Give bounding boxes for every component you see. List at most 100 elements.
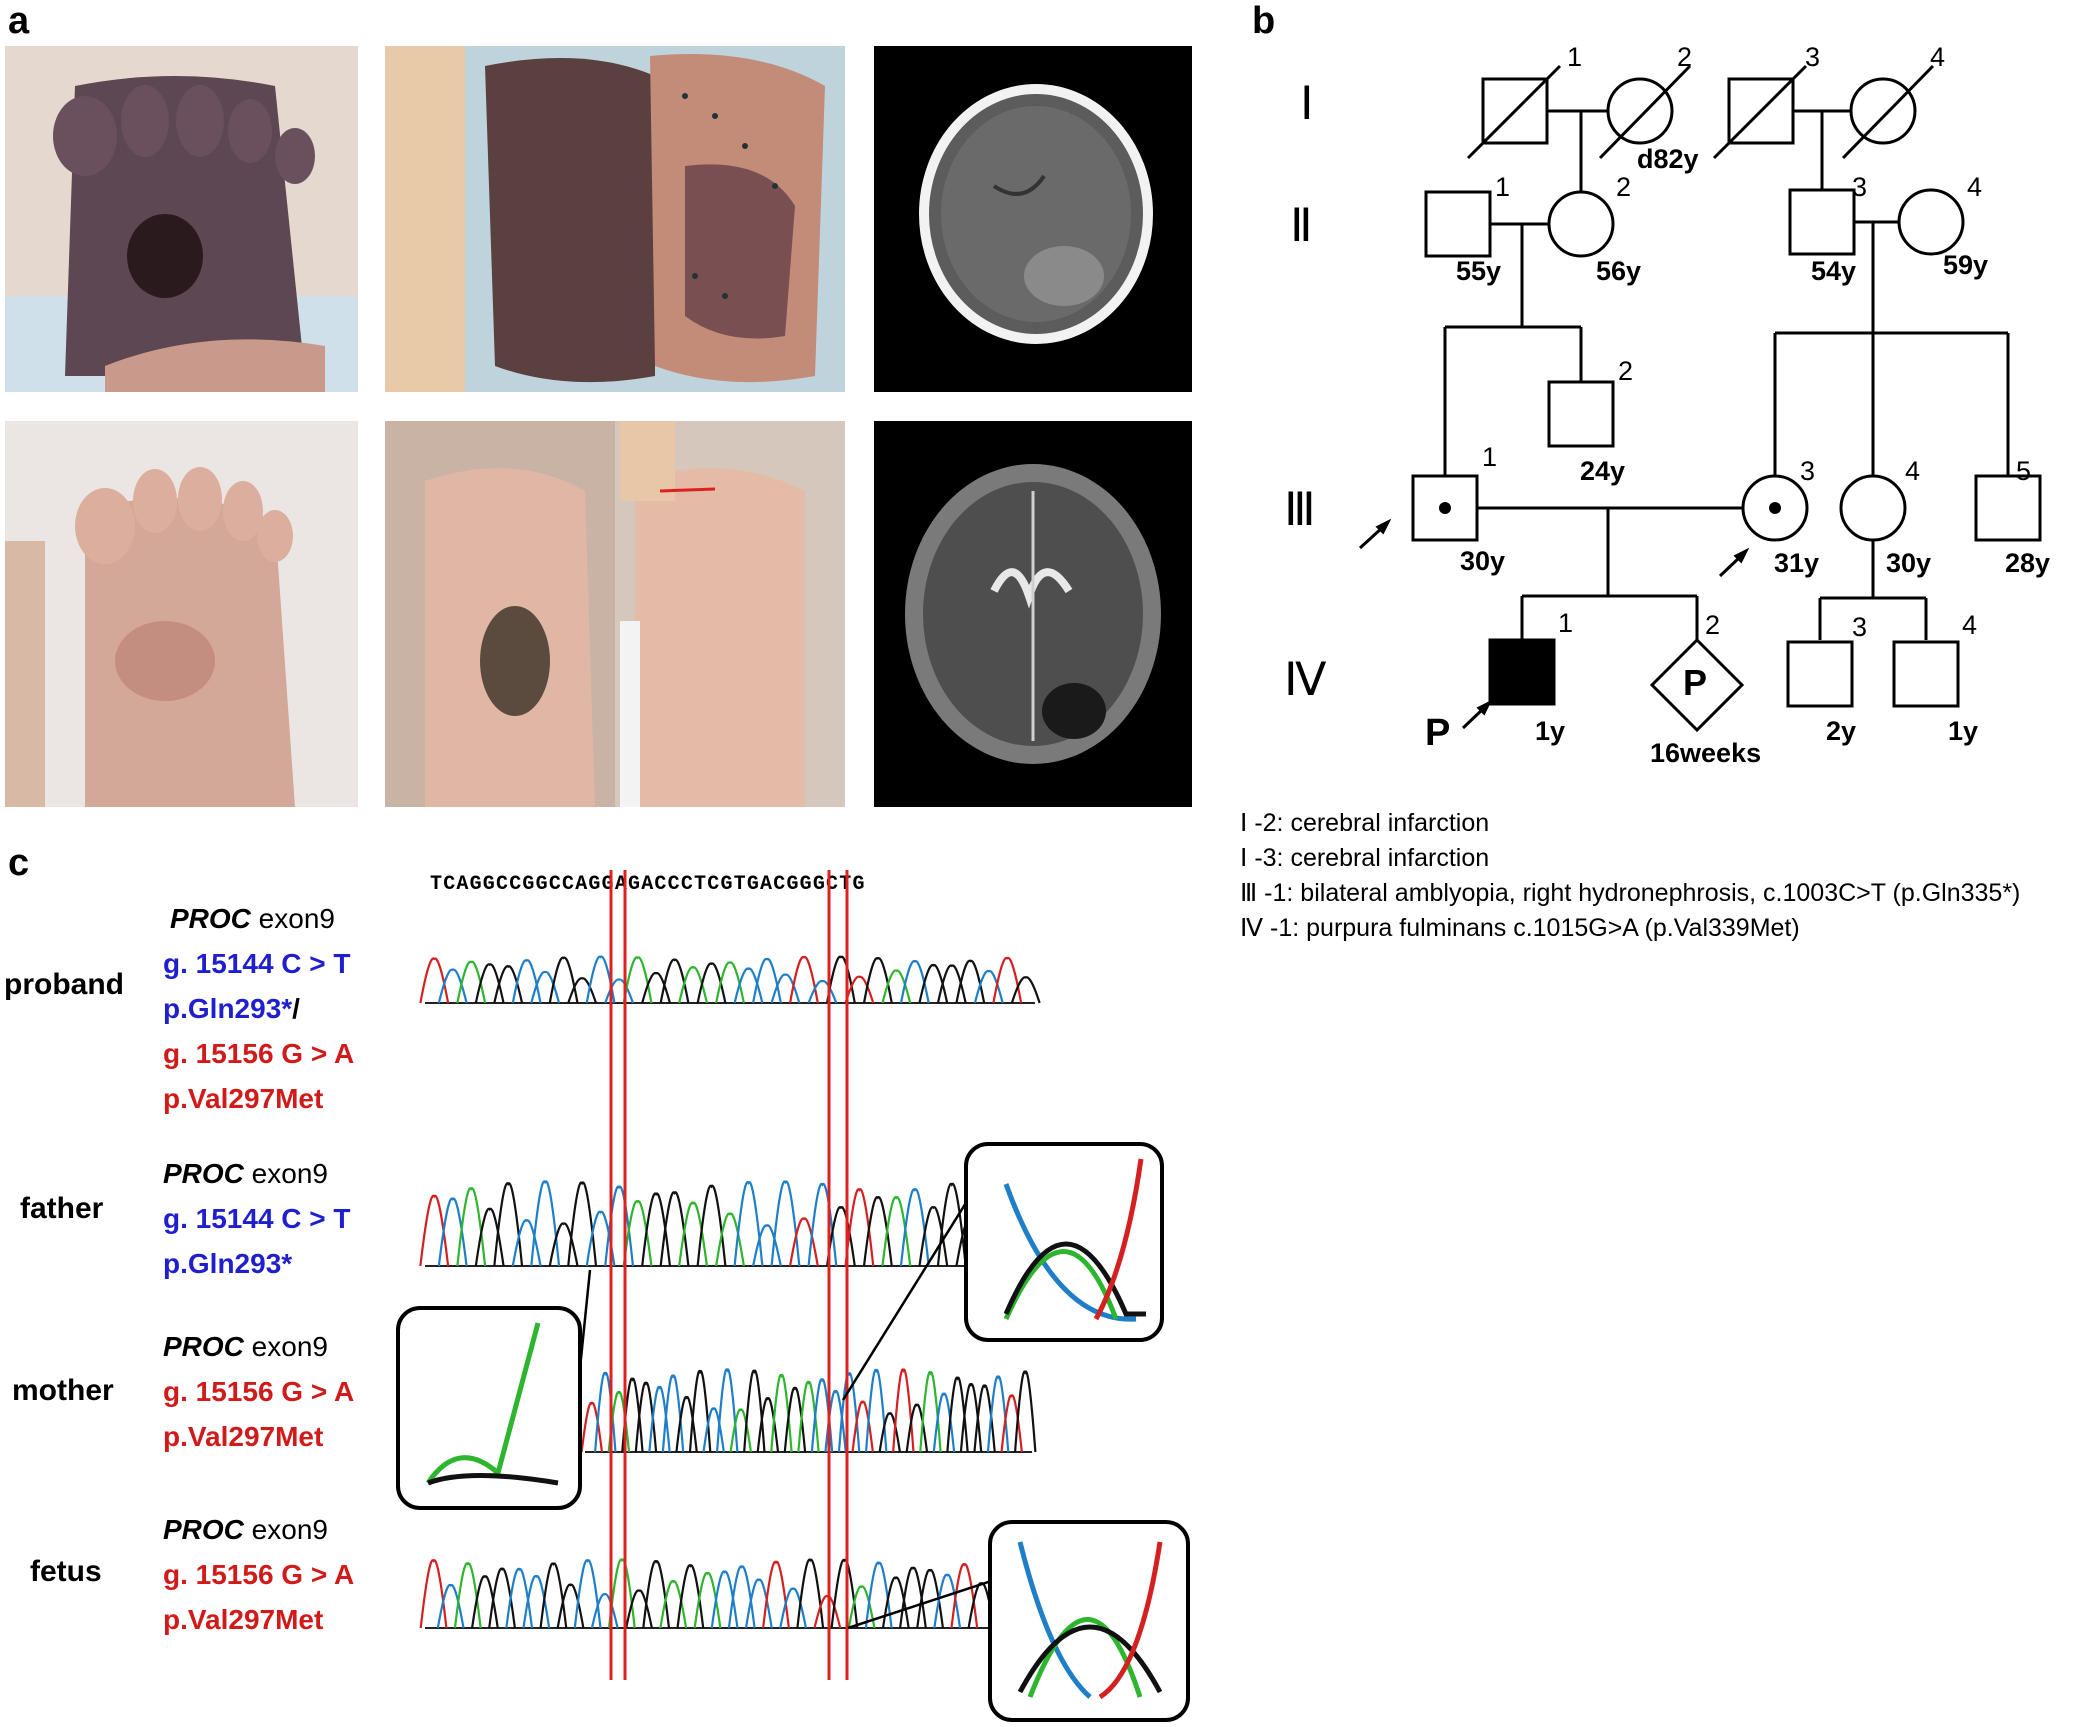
feet-soles-healed-photo xyxy=(385,421,845,807)
age-III4: 30y xyxy=(1886,548,1932,578)
fetus-peak xyxy=(950,1563,979,1629)
variant-separator: / xyxy=(292,993,300,1024)
fetus-peak xyxy=(453,1562,482,1629)
age-IV3: 2y xyxy=(1826,716,1857,746)
proband-peak xyxy=(807,979,838,1004)
pedigree-III5 xyxy=(1974,474,2042,542)
father-peak xyxy=(659,1191,690,1267)
age-III3: 31y xyxy=(1774,548,1820,578)
father-peak xyxy=(770,1180,801,1267)
fetus-peak xyxy=(590,1593,619,1629)
proband-variant-1: g. 15144 C > T xyxy=(163,948,351,979)
age-III1: 30y xyxy=(1460,546,1506,576)
num-II3: 3 xyxy=(1852,172,1868,202)
proband-protein-1-row: p.Gln293*/ xyxy=(163,987,300,1030)
num-I4: 4 xyxy=(1930,42,1946,72)
fetus-peak xyxy=(625,1589,653,1629)
gene-name: PROC xyxy=(163,1331,244,1362)
proband-peak xyxy=(604,978,634,1004)
exon-name: exon9 xyxy=(243,1158,328,1189)
fetus-peak xyxy=(573,1559,602,1629)
father-peak xyxy=(899,1188,930,1267)
father-peak xyxy=(807,1182,838,1267)
mother-gene: PROC exon9 xyxy=(163,1325,328,1368)
fetus-peak xyxy=(762,1560,790,1629)
proband-protein-2: p.Val297Met xyxy=(163,1083,324,1114)
pedigree-IV3 xyxy=(1786,640,1854,708)
fetus-gene: PROC exon9 xyxy=(163,1508,328,1551)
fetus-peak xyxy=(676,1564,705,1629)
num-III3: 3 xyxy=(1800,456,1816,486)
mother-peak xyxy=(878,1412,902,1453)
pedigree-III2 xyxy=(1547,380,1615,448)
proband-peak xyxy=(992,956,1023,1004)
mother-peak xyxy=(770,1373,793,1453)
proband-marker: P xyxy=(1425,712,1451,754)
fetus-peak xyxy=(864,1561,893,1629)
num-IV4: 4 xyxy=(1962,610,1978,640)
generation-label-IV: Ⅳ xyxy=(1284,654,1327,705)
proband-annotation: PROC exon9 xyxy=(170,897,335,940)
father-peak xyxy=(437,1197,468,1267)
mother-variant-zoom-box-pointer xyxy=(841,1202,968,1401)
num-III5: 5 xyxy=(2016,456,2032,486)
age-III2: 24y xyxy=(1580,456,1626,486)
mother-peak xyxy=(688,1369,712,1453)
foot-dorsum-lesion-photo xyxy=(5,46,358,392)
proband-peak xyxy=(715,961,745,1004)
proband-peak xyxy=(530,970,561,1004)
proband-peak xyxy=(825,955,856,1004)
fetus-peak xyxy=(522,1574,551,1629)
mother-protein: p.Val297Met xyxy=(163,1421,324,1452)
father-peak xyxy=(715,1212,745,1267)
fetus-protein: p.Val297Met xyxy=(163,1604,324,1635)
mother-peak xyxy=(837,1372,861,1453)
age-III5: 28y xyxy=(2005,548,2051,578)
mother-peak xyxy=(743,1369,766,1453)
father-peak xyxy=(844,1188,875,1267)
father-peak xyxy=(752,1224,782,1267)
carrier-dot-III1 xyxy=(1439,502,1451,514)
sample-label-mother: mother xyxy=(12,1374,114,1407)
pedigree-chart xyxy=(1358,64,2042,733)
fetus-peak xyxy=(779,1587,808,1629)
father-peak xyxy=(567,1181,598,1267)
mother-peak xyxy=(919,1371,942,1453)
fetus-variant-zoom-box-trace xyxy=(1017,1541,1092,1699)
fetus-peak xyxy=(796,1558,825,1629)
mother-variant: g. 15156 G > A xyxy=(163,1376,355,1407)
arrow-III1 xyxy=(1358,525,1385,550)
sample-label-fetus: fetus xyxy=(30,1555,102,1588)
proband-peak xyxy=(493,965,524,1004)
proband-peak xyxy=(419,957,450,1004)
father-peak xyxy=(511,1219,542,1267)
proband-variant-2: g. 15156 G > A xyxy=(163,1038,355,1069)
age-II1: 55y xyxy=(1456,256,1502,286)
fetus-variant: g. 15156 G > A xyxy=(163,1559,355,1590)
mother-peak xyxy=(729,1408,753,1453)
proband-peak xyxy=(844,975,875,1004)
pedigree-IV4 xyxy=(1892,640,1960,708)
age-I2: d82y xyxy=(1637,144,1699,174)
father-peak xyxy=(530,1180,561,1267)
fetus-peak xyxy=(933,1573,962,1629)
mother-peak xyxy=(851,1400,874,1453)
pedigree-note: Ⅳ -1: purpura fulminans c.1015G>A (p.Val… xyxy=(1240,914,1800,942)
gene-name: PROC xyxy=(163,1514,244,1545)
father-variant-zoom-box-trace xyxy=(425,1322,541,1485)
exon-name: exon9 xyxy=(243,1331,328,1362)
mother-variant-zoom-box-trace xyxy=(1003,1249,1119,1321)
fetus-peak xyxy=(642,1560,671,1629)
fetus-variant-zoom-box-trace xyxy=(1098,1541,1163,1700)
mother-peak xyxy=(905,1403,929,1453)
age-IV2: 16weeks xyxy=(1650,738,1762,768)
gene-name: PROC xyxy=(163,1158,244,1189)
father-peak xyxy=(456,1187,487,1267)
pedigree-note: Ⅰ -2: cerebral infarction xyxy=(1240,809,1490,837)
carrier-dot-III3 xyxy=(1769,502,1781,514)
fetus-peak xyxy=(607,1558,636,1629)
father-peak xyxy=(678,1201,708,1267)
proband-peak xyxy=(548,956,579,1004)
fetus-peak xyxy=(830,1558,859,1629)
